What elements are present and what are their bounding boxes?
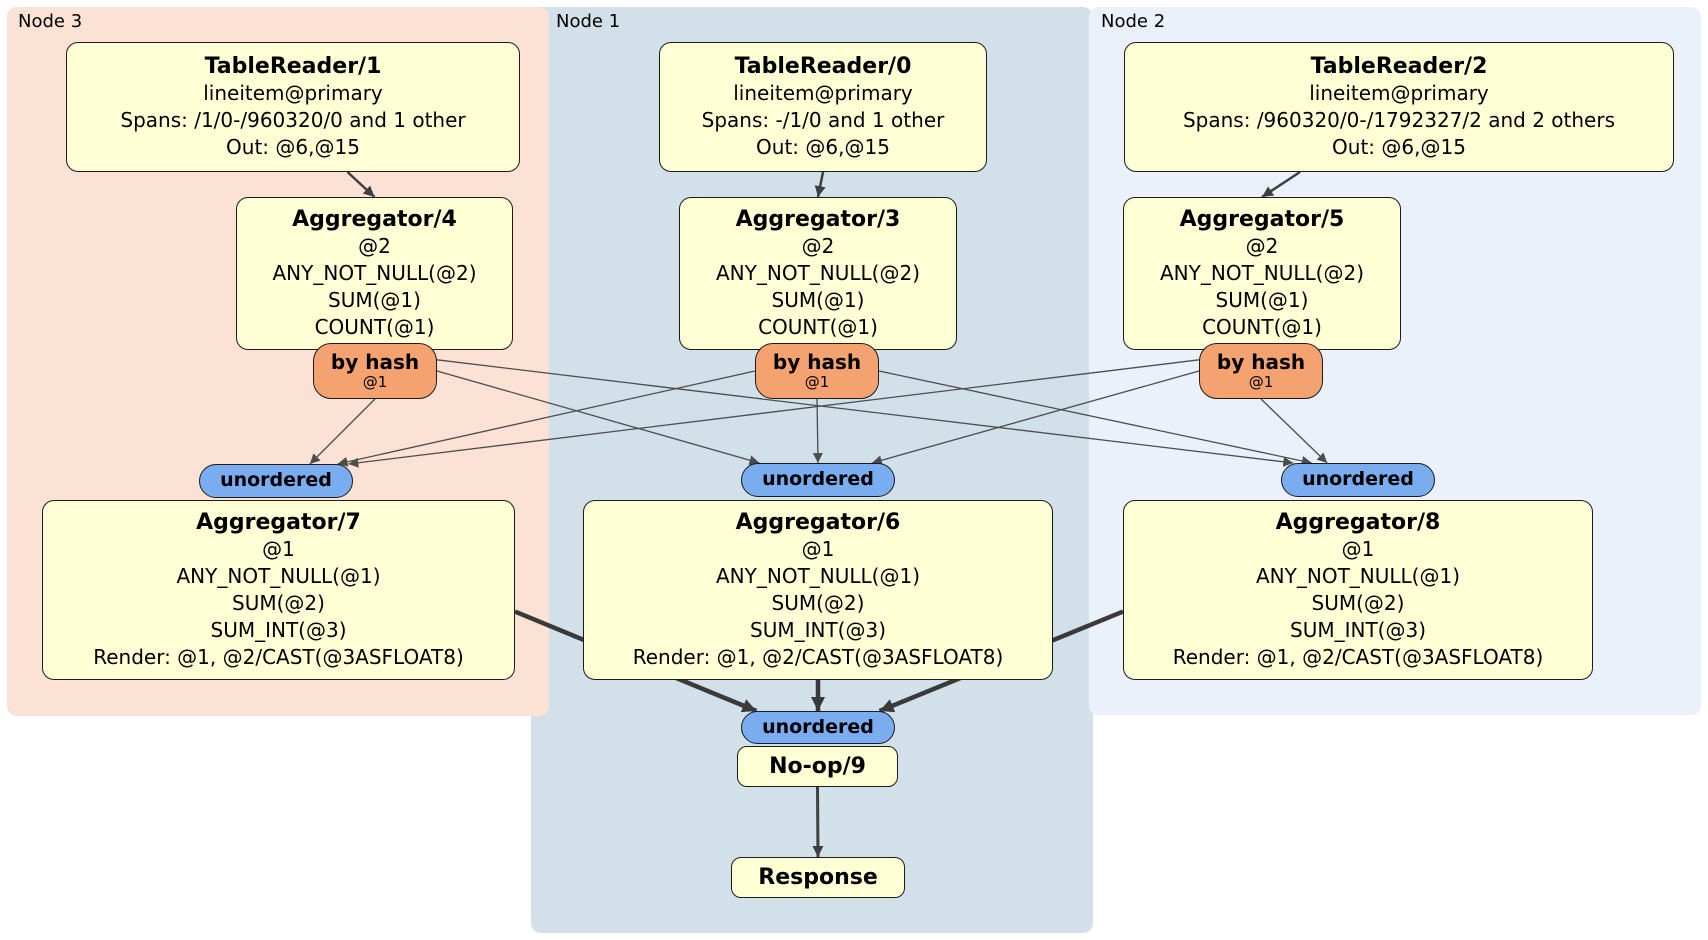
sync-unordered-left: unordered [199, 464, 353, 498]
processor-detail: ANY_NOT_NULL(@1) [716, 564, 920, 588]
processor-tablereader-0: TableReader/0 lineitem@primary Spans: -/… [659, 42, 987, 172]
processor-aggregator-8: Aggregator/8 @1 ANY_NOT_NULL(@1) SUM(@2)… [1123, 500, 1593, 680]
processor-title: No-op/9 [769, 754, 866, 779]
router-key: @1 [1248, 373, 1274, 391]
processor-detail: ANY_NOT_NULL(@2) [272, 261, 477, 285]
processor-title: Aggregator/7 [196, 510, 361, 535]
processor-detail: Spans: -/1/0 and 1 other [701, 108, 945, 132]
processor-tablereader-2: TableReader/2 lineitem@primary Spans: /9… [1124, 42, 1674, 172]
processor-detail: COUNT(@1) [1202, 315, 1322, 339]
processor-title: TableReader/0 [734, 54, 912, 79]
processor-detail: Out: @6,@15 [1332, 135, 1466, 159]
processor-aggregator-5: Aggregator/5 @2 ANY_NOT_NULL(@2) SUM(@1)… [1123, 197, 1401, 350]
processor-aggregator-6: Aggregator/6 @1 ANY_NOT_NULL(@1) SUM(@2)… [583, 500, 1053, 680]
region-label-node-2: Node 2 [1101, 11, 1166, 32]
processor-detail: Render: @1, @2/CAST(@3ASFLOAT8) [632, 645, 1004, 669]
router-by-hash-4: by hash @1 [313, 343, 437, 399]
router-label: by hash [772, 350, 862, 374]
processor-detail: @1 [1341, 537, 1375, 561]
processor-detail: SUM_INT(@3) [1290, 618, 1426, 642]
processor-detail: COUNT(@1) [314, 315, 435, 339]
processor-detail: @2 [801, 234, 835, 258]
processor-detail: lineitem@primary [203, 81, 383, 105]
processor-detail: SUM(@2) [771, 591, 865, 615]
processor-detail: @1 [801, 537, 835, 561]
region-label-node-3: Node 3 [18, 11, 83, 32]
processor-detail: ANY_NOT_NULL(@2) [1160, 261, 1364, 285]
processor-response: Response [731, 857, 905, 898]
router-key: @1 [804, 373, 830, 391]
region-label-node-1: Node 1 [556, 11, 621, 32]
processor-detail: Render: @1, @2/CAST(@3ASFLOAT8) [93, 645, 464, 669]
processor-detail: SUM(@2) [1311, 591, 1405, 615]
processor-title: Aggregator/6 [735, 510, 901, 535]
processor-tablereader-1: TableReader/1 lineitem@primary Spans: /1… [66, 42, 520, 172]
processor-aggregator-4: Aggregator/4 @2 ANY_NOT_NULL(@2) SUM(@1)… [236, 197, 513, 350]
processor-detail: SUM(@1) [771, 288, 865, 312]
processor-title: Aggregator/5 [1179, 207, 1345, 232]
processor-detail: Render: @1, @2/CAST(@3ASFLOAT8) [1172, 645, 1544, 669]
processor-detail: lineitem@primary [1309, 81, 1489, 105]
router-key: @1 [362, 373, 388, 391]
processor-detail: SUM_INT(@3) [210, 618, 347, 642]
processor-detail: Spans: /1/0-/960320/0 and 1 other [120, 108, 466, 132]
processor-title: Aggregator/8 [1275, 510, 1441, 535]
sync-unordered-final: unordered [741, 711, 895, 744]
router-label: by hash [330, 350, 420, 374]
processor-detail: Spans: /960320/0-/1792327/2 and 2 others [1182, 108, 1615, 132]
processor-detail: @1 [262, 537, 295, 561]
sync-unordered-middle: unordered [741, 463, 895, 497]
processor-detail: @2 [358, 234, 391, 258]
router-label: by hash [1216, 350, 1306, 374]
processor-aggregator-3: Aggregator/3 @2 ANY_NOT_NULL(@2) SUM(@1)… [679, 197, 957, 350]
processor-title: TableReader/2 [1310, 54, 1488, 79]
processor-title: Aggregator/3 [735, 207, 901, 232]
processor-detail: SUM_INT(@3) [750, 618, 886, 642]
processor-detail: Out: @6,@15 [756, 135, 890, 159]
processor-detail: SUM(@1) [328, 288, 421, 312]
router-by-hash-5: by hash @1 [1199, 343, 1323, 399]
processor-detail: ANY_NOT_NULL(@1) [1256, 564, 1460, 588]
processor-detail: @2 [1245, 234, 1279, 258]
router-by-hash-3: by hash @1 [755, 343, 879, 399]
processor-detail: COUNT(@1) [758, 315, 878, 339]
processor-detail: Out: @6,@15 [226, 135, 360, 159]
processor-aggregator-7: Aggregator/7 @1 ANY_NOT_NULL(@1) SUM(@2)… [42, 500, 515, 680]
processor-title: TableReader/1 [204, 54, 382, 79]
processor-detail: ANY_NOT_NULL(@1) [176, 564, 381, 588]
processor-detail: ANY_NOT_NULL(@2) [716, 261, 920, 285]
processor-detail: SUM(@2) [232, 591, 325, 615]
sync-unordered-right: unordered [1281, 463, 1435, 497]
processor-title: Aggregator/4 [292, 207, 457, 232]
processor-detail: SUM(@1) [1215, 288, 1309, 312]
processor-title: Response [758, 865, 878, 890]
processor-detail: lineitem@primary [733, 81, 913, 105]
processor-noop-9: No-op/9 [737, 746, 898, 787]
